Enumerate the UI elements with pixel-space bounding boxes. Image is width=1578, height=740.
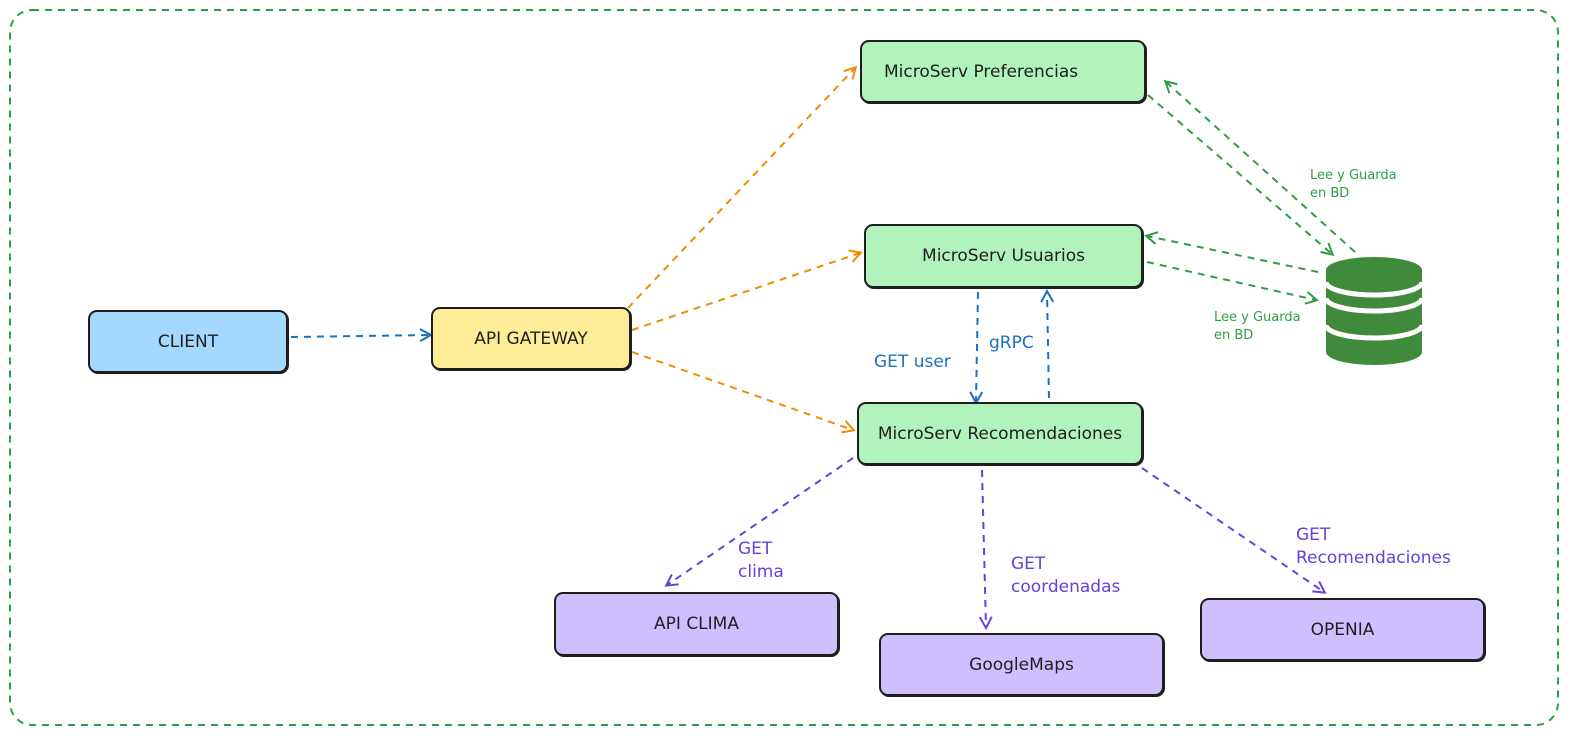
edge-label-get-recomendaciones: GET Recomendaciones <box>1296 525 1451 568</box>
microserv-preferencias-node: MicroServ Preferencias <box>860 40 1146 103</box>
edge-label-get-clima: GET clima <box>738 539 784 582</box>
edge-label-grpc: gRPC <box>989 333 1034 353</box>
edge-gateway-usuarios <box>631 253 860 331</box>
edge-label-get-coordenadas: GET coordenadas <box>1011 554 1121 597</box>
edge-preferencias-to-db <box>1147 94 1332 254</box>
api-clima-node: API CLIMA <box>554 592 839 656</box>
edge-client-gateway <box>290 335 430 337</box>
googlemaps-node: GoogleMaps <box>879 633 1164 696</box>
edge-recomendaciones-clima <box>667 457 854 585</box>
edge-label-db-usuarios: Lee y Guarda en BD <box>1214 310 1301 343</box>
edge-recomendaciones-openia <box>1141 467 1324 592</box>
edge-label-db-preferencias: Lee y Guarda en BD <box>1310 168 1397 201</box>
system-boundary <box>9 9 1559 726</box>
microserv-usuarios-node: MicroServ Usuarios <box>864 224 1143 288</box>
edge-db-to-usuarios <box>1147 236 1319 273</box>
edge-recomendaciones-googlemaps <box>982 469 986 627</box>
edge-db-to-preferencias <box>1166 82 1356 253</box>
database-icon <box>1323 257 1425 365</box>
api-gateway-node: API GATEWAY <box>431 307 631 370</box>
edge-recomendaciones-to-usuarios <box>1047 292 1049 399</box>
edge-gateway-recomendaciones <box>631 351 853 430</box>
edge-gateway-preferencias <box>627 68 855 309</box>
edge-usuarios-to-db <box>1146 261 1316 300</box>
client-node: CLIENT <box>88 310 288 373</box>
edge-label-get-user: GET user <box>874 352 951 372</box>
edge-usuarios-to-recomendaciones <box>976 291 978 402</box>
openia-node: OPENIA <box>1200 598 1485 661</box>
microserv-recomendaciones-node: MicroServ Recomendaciones <box>857 402 1143 465</box>
